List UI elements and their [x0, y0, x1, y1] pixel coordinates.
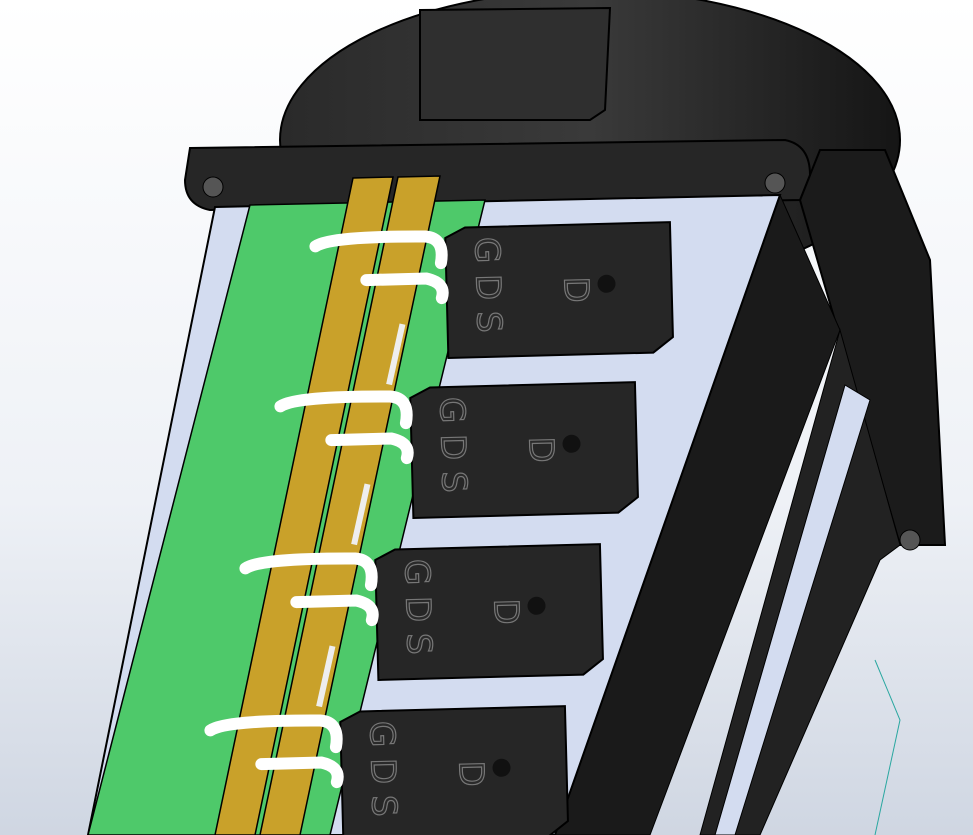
drain-label: D	[485, 598, 526, 625]
pin-labels: G D S	[431, 396, 473, 493]
transistor[interactable]: G D S D	[239, 543, 604, 708]
mounting-hole	[202, 176, 224, 198]
heatsink-side	[554, 193, 901, 835]
drain-label: D	[450, 760, 491, 787]
mounting-hole	[899, 529, 921, 551]
copper-trace	[259, 175, 441, 835]
drain-label: D	[520, 436, 561, 463]
copper-trace	[214, 176, 394, 835]
transistor[interactable]: G D S D	[309, 221, 674, 386]
transistor[interactable]: G D S D	[204, 705, 569, 835]
mounting-flange	[183, 138, 921, 551]
mounting-hole	[764, 172, 786, 194]
transistor[interactable]: G D S D	[274, 381, 639, 546]
pin-labels: G D S	[396, 558, 438, 655]
pin-labels: G D S	[361, 720, 403, 817]
drain-label: D	[555, 276, 596, 303]
pin-labels: G D S	[466, 236, 508, 333]
